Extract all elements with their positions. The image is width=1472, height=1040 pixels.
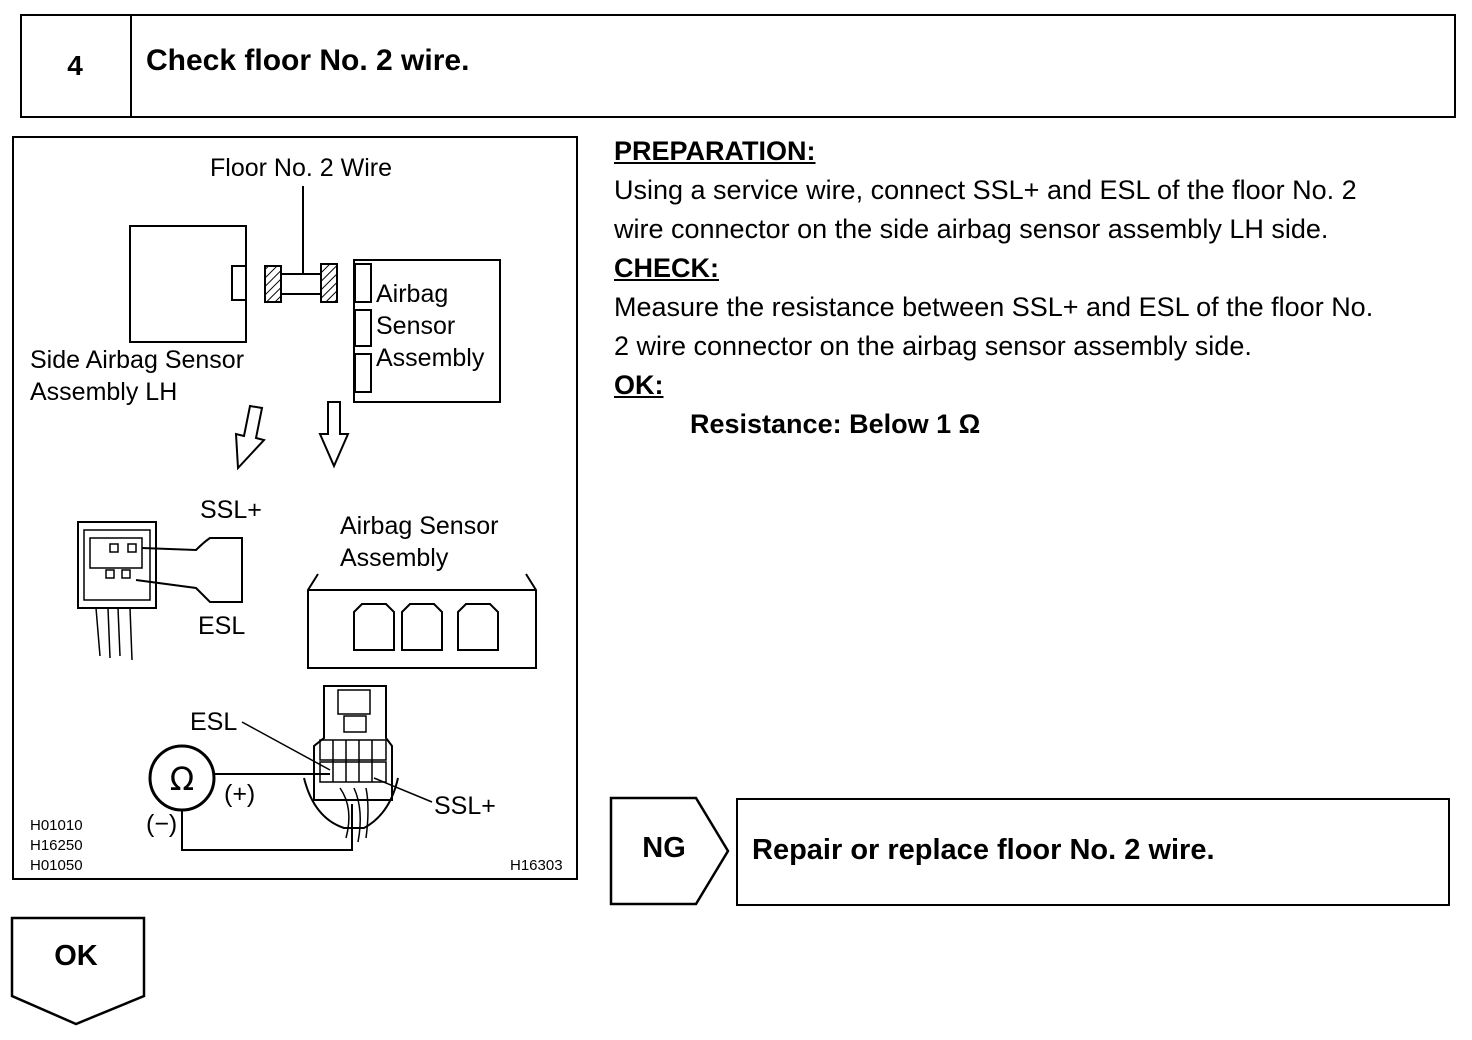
- asa-socket-1: [353, 603, 395, 651]
- ng-result-text: Repair or replace floor No. 2 wire.: [752, 834, 1215, 866]
- ssl-leader: [373, 777, 433, 803]
- ng-label: NG: [642, 832, 686, 864]
- wiring-figure: Floor No. 2 Wire Airbag Sensor Assembly …: [12, 136, 578, 880]
- plus-label: (+): [224, 780, 255, 808]
- airbag-label-2: Sensor: [376, 312, 455, 340]
- code-2: H16250: [30, 837, 83, 854]
- asa-socket-3: [457, 603, 499, 651]
- preparation-heading: PREPARATION:: [614, 136, 816, 166]
- step-number: 4: [20, 14, 132, 118]
- step-title: Check floor No. 2 wire.: [146, 44, 470, 77]
- ok-arrow-icon: [10, 916, 146, 1026]
- ohm-symbol: Ω: [170, 760, 194, 798]
- service-wire: [135, 537, 243, 603]
- code-1: H01010: [30, 817, 83, 834]
- ssl-meter-label: SSL+: [434, 792, 496, 820]
- floor-wire-connector-left: [264, 265, 282, 303]
- instructions: PREPARATION: Using a service wire, conne…: [614, 132, 1464, 444]
- check-line-1: Measure the resistance between SSL+ and …: [614, 292, 1374, 322]
- airbag-label-3: Assembly: [376, 344, 485, 372]
- floor-wire-label: Floor No. 2 Wire: [210, 154, 392, 182]
- ng-result-box: [736, 798, 1450, 906]
- side-sensor-connector-icon: [77, 521, 157, 661]
- down-arrow-left-icon: [234, 404, 266, 471]
- resistance-spec: Resistance: Below 1 Ω: [690, 409, 981, 439]
- preparation-line-1: Using a service wire, connect SSL+ and E…: [614, 175, 1357, 205]
- figure-id: H16303: [510, 857, 563, 874]
- wiring-diagram: Floor No. 2 Wire Airbag Sensor Assembly …: [30, 154, 563, 874]
- side-sensor-box: [129, 225, 247, 343]
- check-heading: CHECK:: [614, 253, 719, 283]
- ssl-plus-label: SSL+: [200, 496, 262, 524]
- floor-wire-connector-icon: [303, 685, 399, 843]
- asa-label-2: Assembly: [340, 544, 449, 572]
- side-sensor-label-1: Side Airbag Sensor: [30, 346, 244, 374]
- down-arrow-right-icon: [318, 401, 350, 469]
- esl-leader: [241, 721, 331, 771]
- code-3: H01050: [30, 857, 83, 874]
- step-header: [20, 14, 1456, 118]
- asa-socket-2: [401, 603, 443, 651]
- ng-arrow-icon: [609, 796, 730, 906]
- floor-wire-connector-right: [320, 263, 338, 303]
- airbag-label-1: Airbag: [376, 280, 448, 308]
- side-sensor-socket: [231, 265, 247, 301]
- ok-heading: OK:: [614, 370, 664, 400]
- preparation-line-2: wire connector on the side airbag sensor…: [614, 214, 1329, 244]
- probe-wire-negative: [181, 804, 353, 851]
- esl-meter-label: ESL: [190, 708, 237, 736]
- asa-label-1: Airbag Sensor: [340, 512, 498, 540]
- ok-label: OK: [54, 940, 98, 972]
- asa-housing: [307, 573, 537, 669]
- check-line-2: 2 wire connector on the airbag sensor as…: [614, 331, 1252, 361]
- side-sensor-label-2: Assembly LH: [30, 378, 177, 406]
- esl-label: ESL: [198, 612, 245, 640]
- minus-label: (−): [146, 810, 177, 838]
